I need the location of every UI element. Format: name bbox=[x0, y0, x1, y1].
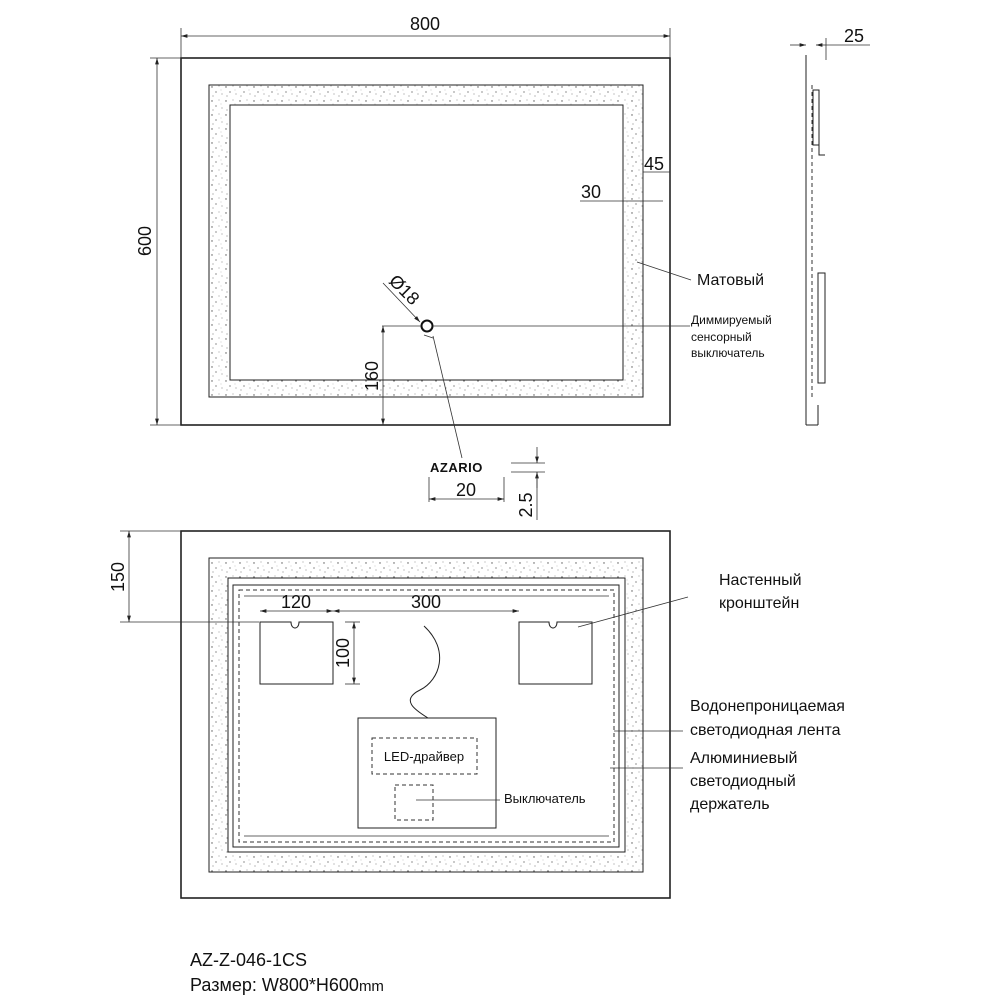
size-info: Размер: W800*H600mm bbox=[190, 975, 384, 996]
size-value: W800*H600 bbox=[261, 975, 359, 995]
wall-bracket-leader bbox=[577, 596, 689, 628]
back-switch-label: Выключатель bbox=[504, 791, 586, 806]
logo-height-dimension: 2.5 bbox=[516, 492, 536, 517]
back-outline bbox=[180, 530, 671, 899]
side-view: 25 bbox=[790, 26, 870, 426]
switch-label-2: сенсорный bbox=[691, 330, 752, 344]
switch-label-3: выключатель bbox=[691, 346, 765, 360]
switch-label-1: Диммируемый bbox=[691, 313, 772, 327]
brand-logo: AZARIO bbox=[430, 460, 483, 475]
aluminium-holder bbox=[232, 584, 620, 848]
touch-switch-icon bbox=[420, 319, 434, 333]
matte-border bbox=[208, 84, 644, 398]
aluminium-holder-label-3: держатель bbox=[690, 796, 770, 813]
switch-diameter-dimension: Ø18 bbox=[385, 271, 423, 309]
back-view: 150 120 300 100 LED-драйвер Выключатель … bbox=[108, 530, 845, 899]
wall-bracket-label-2: кронштейн bbox=[719, 595, 799, 612]
border-dimension: 45 bbox=[644, 154, 664, 174]
power-cable bbox=[409, 625, 441, 719]
wall-bracket-label-1: Настенный bbox=[719, 572, 802, 589]
back-switch-box bbox=[394, 784, 434, 821]
matte-label: Матовый bbox=[697, 272, 764, 289]
logo-leader bbox=[432, 335, 463, 459]
depth-dimension: 25 bbox=[844, 26, 864, 46]
bracket-height-dimension: 100 bbox=[333, 638, 353, 668]
bracket-spacing-dimension: 300 bbox=[411, 592, 441, 612]
bracket-width-dimension: 120 bbox=[281, 592, 311, 612]
size-unit: mm bbox=[358, 978, 384, 995]
aluminium-holder-label-2: светодиодный bbox=[690, 773, 796, 790]
led-strip-label-2: светодиодная лента bbox=[690, 722, 841, 739]
height-dimension: 600 bbox=[135, 226, 155, 256]
width-dimension: 800 bbox=[410, 14, 440, 34]
switch-height-dimension: 160 bbox=[362, 361, 382, 391]
led-strip-label-1: Водонепроницаемая bbox=[690, 698, 845, 715]
front-view: 800 600 45 30 Матовый Ø18 Диммируемый се… bbox=[135, 14, 772, 520]
size-prefix: Размер: bbox=[190, 975, 262, 995]
bracket-offset-dimension: 150 bbox=[108, 562, 128, 592]
back-matte-border bbox=[208, 557, 644, 873]
aluminium-holder-label-1: Алюминиевый bbox=[690, 750, 797, 767]
model-code: AZ-Z-046-1CS bbox=[190, 950, 308, 970]
driver-box bbox=[357, 717, 497, 829]
matte-leader bbox=[636, 261, 692, 281]
led-strip bbox=[238, 589, 615, 843]
logo-width-dimension: 20 bbox=[456, 480, 476, 500]
wall-bracket-right bbox=[518, 621, 593, 685]
switch-diameter-leader bbox=[382, 282, 421, 323]
led-driver-label: LED-драйвер bbox=[384, 749, 464, 764]
led-driver-box bbox=[371, 737, 478, 775]
wall-bracket-left bbox=[259, 621, 334, 685]
mirror-glass bbox=[229, 104, 624, 381]
mirror-outline bbox=[180, 57, 671, 426]
inner-border-dimension: 30 bbox=[581, 182, 601, 202]
